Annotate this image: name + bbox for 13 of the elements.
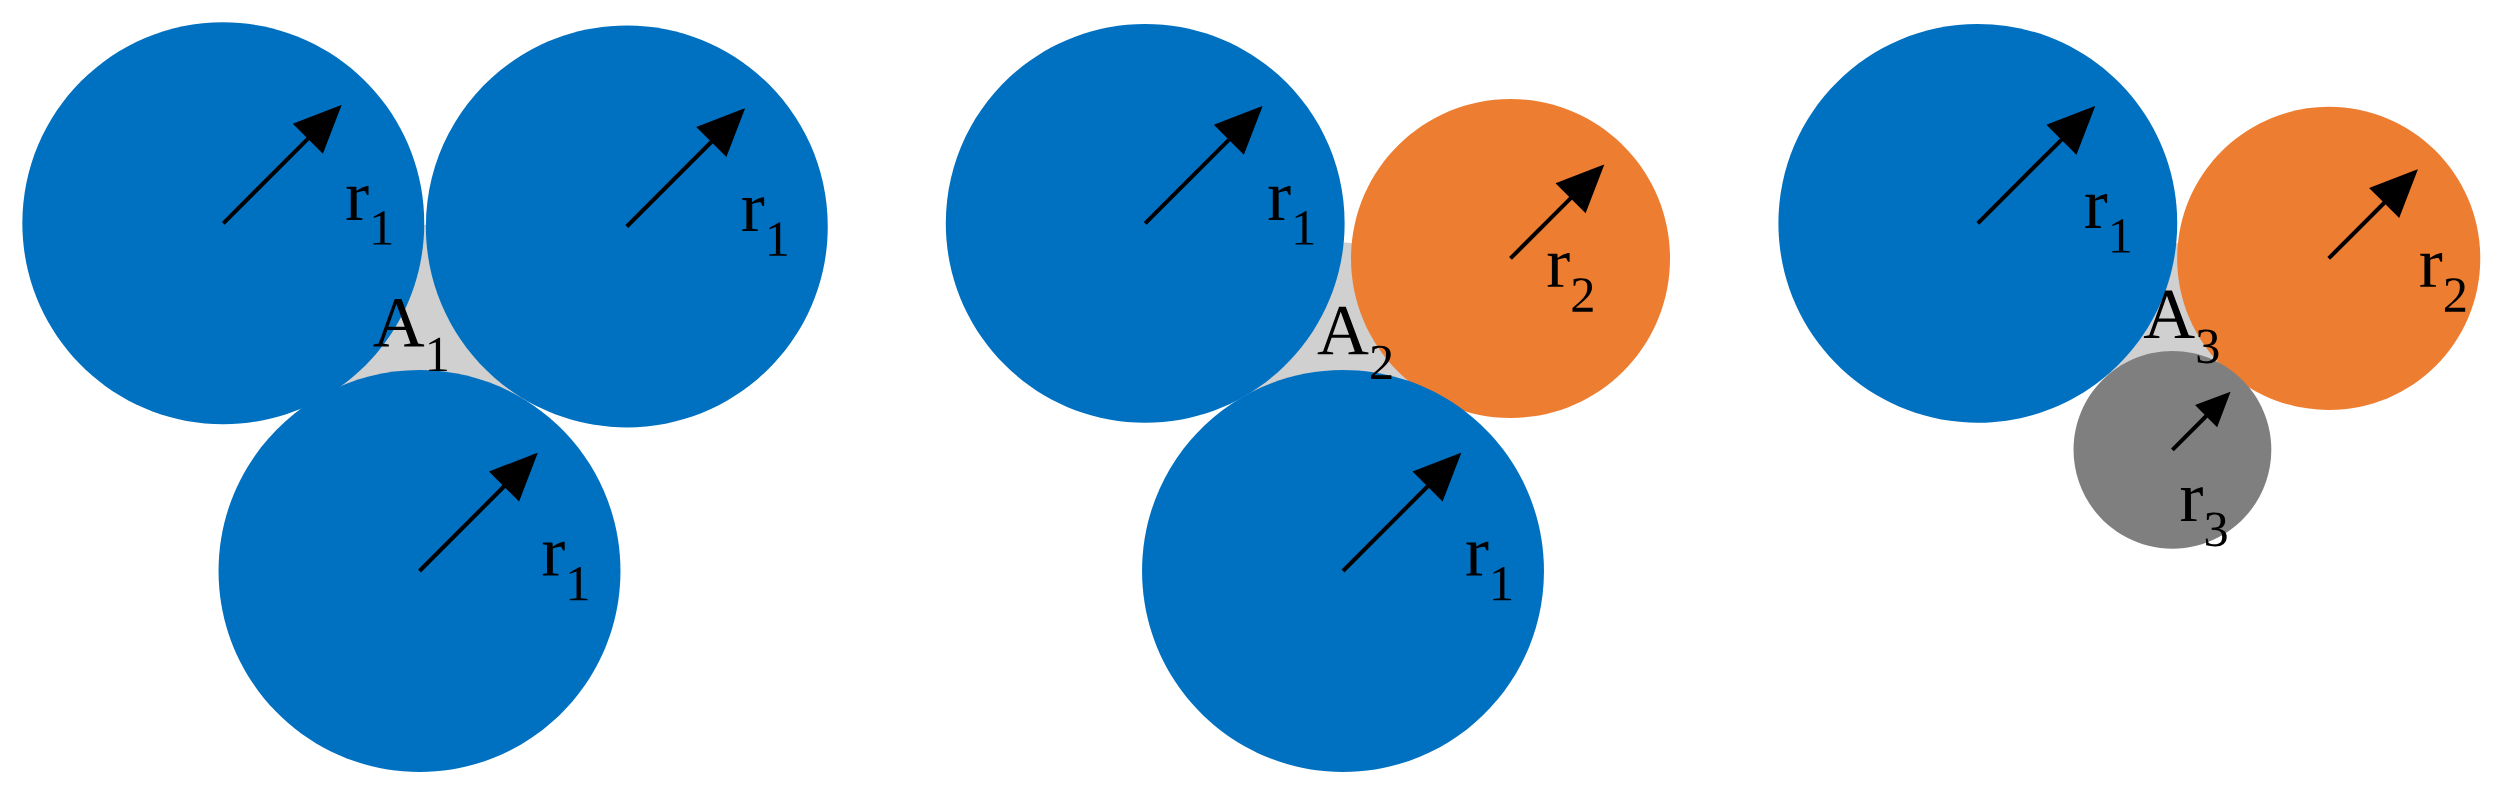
circle	[218, 370, 621, 772]
radius-label: r$_{1}$	[2085, 194, 2130, 253]
radius-label: r$_{1}$	[1268, 186, 1314, 245]
radius-label: r$_{1}$	[542, 541, 588, 601]
radius-label: r$_{2}$	[1547, 252, 1593, 312]
radius-label: r$_{2}$	[2420, 252, 2466, 312]
radius-label: r$_{1}$	[346, 186, 392, 245]
area-label: A$_{2}$	[1317, 306, 1392, 380]
radius-label: r$_{3}$	[2180, 487, 2227, 547]
radius-label: r$_{1}$	[742, 197, 787, 256]
circle	[22, 22, 425, 425]
radius-label: r$_{1}$	[1466, 541, 1512, 601]
circle	[425, 25, 828, 428]
